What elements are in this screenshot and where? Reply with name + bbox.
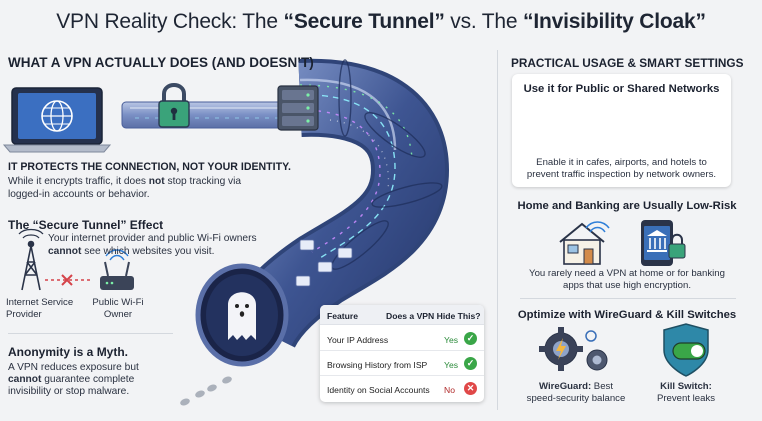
column-header-feature: Feature xyxy=(327,311,359,321)
text-part-bold: WireGuard: xyxy=(538,381,592,392)
text-part: prevent traffic inspection by network ow… xyxy=(526,169,717,180)
wireguard-gears-icon xyxy=(539,327,608,371)
text-part: guarantee complete xyxy=(41,374,135,385)
public-networks-text: Enable it in cafes, airports, and hotels… xyxy=(512,157,731,181)
footprints-icon xyxy=(180,376,232,406)
title-part-bold: “Secure Tunnel” xyxy=(283,10,445,33)
house-wifi-icon xyxy=(559,221,610,265)
text-part-bold: not xyxy=(148,176,165,187)
tunnel-heading: The “Secure Tunnel” Effect xyxy=(8,218,164,232)
text-part: speed-security balance xyxy=(526,392,626,404)
text-part: invisibility or stop malware. xyxy=(8,386,130,397)
text-part: logged-in accounts or behavior. xyxy=(8,188,150,200)
label-line: Public Wi-Fi xyxy=(92,297,144,308)
text-part: stop tracking via xyxy=(164,176,242,187)
feature-cell: Identity on Social Accounts xyxy=(327,385,430,395)
label-line: Provider xyxy=(6,308,42,320)
text-part-bold: cannot xyxy=(48,245,82,257)
text-part: Best xyxy=(591,381,614,392)
title-part: vs. The xyxy=(444,10,524,33)
left-divider xyxy=(8,333,173,334)
right-divider xyxy=(520,298,736,299)
table-header: Feature Does a VPN Hide This? xyxy=(320,305,484,325)
kill-switch-label: Kill Switch: Prevent leaks xyxy=(635,381,737,404)
text-part-bold: Kill Switch: xyxy=(660,381,712,392)
answer-cell: No xyxy=(444,385,455,395)
wifi-router-icon xyxy=(100,249,134,290)
text-part-bold: cannot xyxy=(8,374,42,385)
bank-app-icon xyxy=(641,220,686,266)
text-part: Enable it in cafes, airports, and hotels… xyxy=(536,157,707,168)
answer-cell: Yes xyxy=(444,360,459,370)
protect-heading: IT PROTECTS THE CONNECTION, NOT YOUR IDE… xyxy=(8,161,291,173)
title-part-bold: “Invisibility Cloak” xyxy=(523,10,706,33)
answer-cell: Yes xyxy=(444,335,459,345)
check-icon: ✓ xyxy=(464,332,477,345)
text-part: While it encrypts traffic, it does xyxy=(8,176,149,187)
laptop-globe-icon xyxy=(2,87,112,153)
text-part: You rarely need a VPN at home or for ban… xyxy=(529,268,725,279)
feature-cell: Browsing History from ISP xyxy=(327,360,428,370)
cross-icon: ✕ xyxy=(464,382,477,395)
ghost-icon xyxy=(228,292,256,340)
blocked-connection-icon xyxy=(45,274,92,286)
check-icon: ✓ xyxy=(464,357,477,370)
isp-tower-icon xyxy=(18,228,44,291)
table-row: Your IP Address Yes ✓ xyxy=(320,327,484,351)
vpn-hide-table: Feature Does a VPN Hide This? Your IP Ad… xyxy=(320,305,484,402)
anonymity-heading: Anonymity is a Myth. xyxy=(8,345,129,359)
padlock-icon xyxy=(158,83,190,128)
connection-pipe xyxy=(121,101,293,129)
protect-text: While it encrypts traffic, it does not s… xyxy=(8,176,278,201)
server-icon xyxy=(277,85,319,131)
wireguard-heading: Optimize with WireGuard & Kill Switches xyxy=(517,309,737,321)
isp-label: Internet Service Provider xyxy=(6,297,73,320)
home-banking-text: You rarely need a VPN at home or for ban… xyxy=(511,268,743,292)
feature-cell: Your IP Address xyxy=(327,335,389,345)
text-part: A VPN reduces exposure but xyxy=(8,362,139,373)
section-divider xyxy=(497,50,498,410)
label-line: Internet Service xyxy=(6,297,74,308)
home-banking-heading: Home and Banking are Usually Low-Risk xyxy=(517,200,737,212)
table-row: Identity on Social Accounts No ✕ xyxy=(320,377,484,401)
text-part: Prevent leaks xyxy=(656,392,716,404)
public-networks-card: Use it for Public or Shared Networks Ena… xyxy=(512,74,731,187)
kill-switch-shield-icon xyxy=(663,323,709,377)
public-networks-heading: Use it for Public or Shared Networks xyxy=(523,83,720,95)
label-line: Owner xyxy=(103,308,133,320)
page-title: VPN Reality Check: The “Secure Tunnel” v… xyxy=(0,10,762,34)
wifi-owner-label: Public Wi-Fi Owner xyxy=(92,297,144,320)
anonymity-text: A VPN reduces exposure but cannot guaran… xyxy=(8,362,158,398)
text-part: apps that use high encryption. xyxy=(562,280,691,291)
column-header-hide: Does a VPN Hide This? xyxy=(386,311,481,321)
text-part: Your internet provider and public Wi-Fi … xyxy=(48,233,257,244)
text-part: see which websites you visit. xyxy=(81,245,215,257)
table-row: Browsing History from ISP Yes ✓ xyxy=(320,352,484,376)
wireguard-label: WireGuard: Best speed-security balance xyxy=(520,381,632,404)
tunnel-text: Your internet provider and public Wi-Fi … xyxy=(48,233,288,258)
left-section-heading: WHAT A VPN ACTUALLY DOES (AND DOESN’T) xyxy=(8,55,314,70)
title-part: VPN Reality Check: The xyxy=(56,10,284,33)
right-section-heading: PRACTICAL USAGE & SMART SETTINGS xyxy=(511,56,744,70)
